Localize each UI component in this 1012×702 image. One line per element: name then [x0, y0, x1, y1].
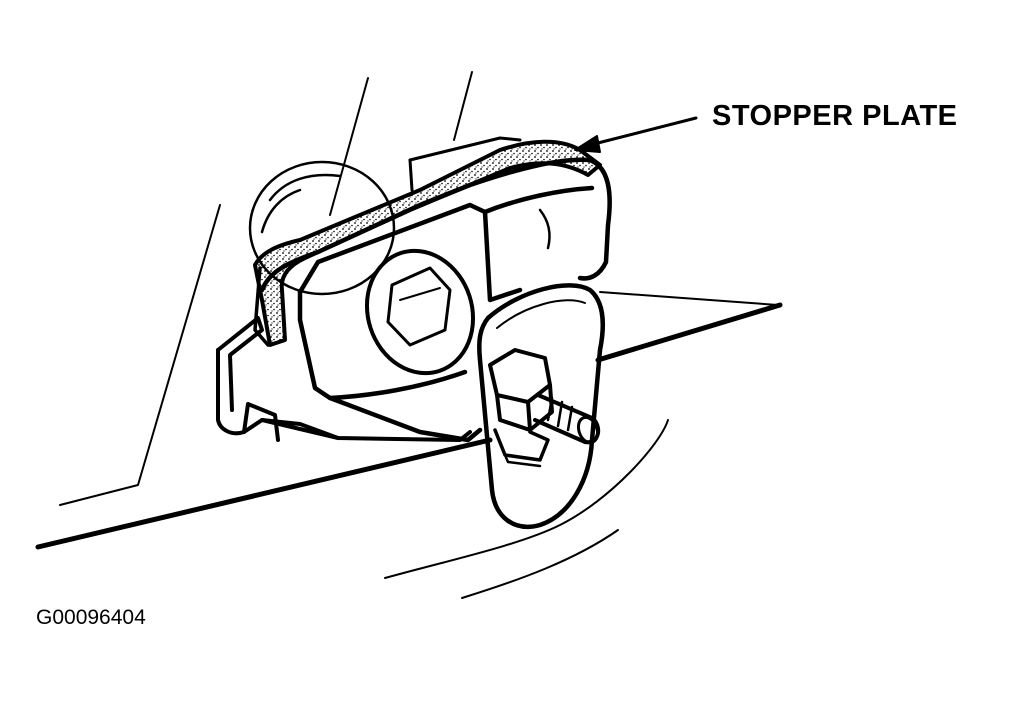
rubber-bushing — [248, 160, 396, 296]
figure-id: G00096404 — [36, 606, 146, 629]
adjuster-plate — [477, 283, 605, 529]
callout-leader-arrow — [574, 116, 698, 153]
frame-rail-line — [35, 437, 493, 550]
stopper-plate — [253, 136, 602, 347]
frame-rail-line-right — [595, 302, 783, 363]
stopper-plate-label: STOPPER PLATE — [712, 100, 958, 132]
bracket-bolt-hole — [364, 248, 476, 376]
mounting-base — [216, 316, 472, 442]
nut-and-stud — [488, 348, 601, 468]
background-lines — [59, 71, 779, 599]
bracket-body — [259, 157, 612, 443]
